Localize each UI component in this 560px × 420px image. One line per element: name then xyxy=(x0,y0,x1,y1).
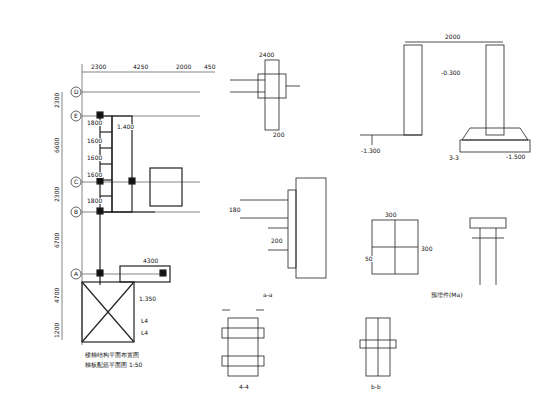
drawing-label: 1600 xyxy=(86,172,103,178)
drawing-label: 50 xyxy=(364,256,374,262)
axis-bubbles xyxy=(71,87,81,279)
beam-detail xyxy=(230,60,300,130)
drawing-label: 1.350 xyxy=(138,296,157,302)
connection-detail xyxy=(240,178,326,278)
drawing-label: A xyxy=(73,271,79,277)
drawing-label: B xyxy=(73,209,79,215)
drawing-label: 180 xyxy=(228,207,241,213)
drawing-label: 4250 xyxy=(132,64,149,70)
section-b-b xyxy=(360,318,396,376)
drawing-label: 1800 xyxy=(86,120,103,126)
drawing-label: 3-3 xyxy=(448,155,460,161)
plan-walls xyxy=(82,112,182,342)
drawing-label: 4700 xyxy=(54,286,60,303)
drawing-label: 1200 xyxy=(54,321,60,338)
drawing-label: 6700 xyxy=(54,231,60,248)
foundation-section xyxy=(360,42,530,152)
drawing-label: 4-4 xyxy=(238,384,250,390)
drawing-label: 2300 xyxy=(90,64,107,70)
section-4-4 xyxy=(222,310,264,376)
drawing-label: 1600 xyxy=(86,138,103,144)
drawing-label: E xyxy=(73,113,79,119)
drawing-label: 2300 xyxy=(54,91,60,108)
drawing-label: 450 xyxy=(203,64,216,70)
drawing-label: 2300 xyxy=(54,185,60,202)
drawing-label: 预埋件(Ma) xyxy=(430,292,464,298)
embedded-plate xyxy=(372,218,506,285)
drawing-label: b-b xyxy=(370,384,382,390)
drawing-label: 楼梯结构平面布置图 xyxy=(84,352,140,358)
drawing-label: C xyxy=(73,179,79,185)
drawing-label: L4 xyxy=(140,318,149,324)
drawing-label: 1.400 xyxy=(116,124,135,130)
drawing-label: 300 xyxy=(420,246,433,252)
drawing-label: -1.300 xyxy=(360,148,381,154)
drawing-label: L4 xyxy=(140,330,149,336)
plan-grid xyxy=(62,64,215,345)
drawing-label: D xyxy=(73,89,80,95)
drawing-label: 2400 xyxy=(258,52,275,58)
drawing-label: -1.500 xyxy=(505,154,526,160)
drawing-label: 200 xyxy=(270,238,283,244)
drawing-label: 1600 xyxy=(86,155,103,161)
drawing-label: 300 xyxy=(384,212,397,218)
drawing-label: 2000 xyxy=(444,34,461,40)
drawing-label: 200 xyxy=(272,132,285,138)
drawing-label: a-a xyxy=(262,292,274,298)
drawing-label: 4300 xyxy=(142,258,159,264)
drawing-label: 2000 xyxy=(175,64,192,70)
drawing-label: 6600 xyxy=(54,136,60,153)
drawing-label: 梯板配筋平面图 1:50 xyxy=(84,362,143,368)
drawing-label: -0.300 xyxy=(440,70,461,76)
drawing-label: 1800 xyxy=(86,198,103,204)
